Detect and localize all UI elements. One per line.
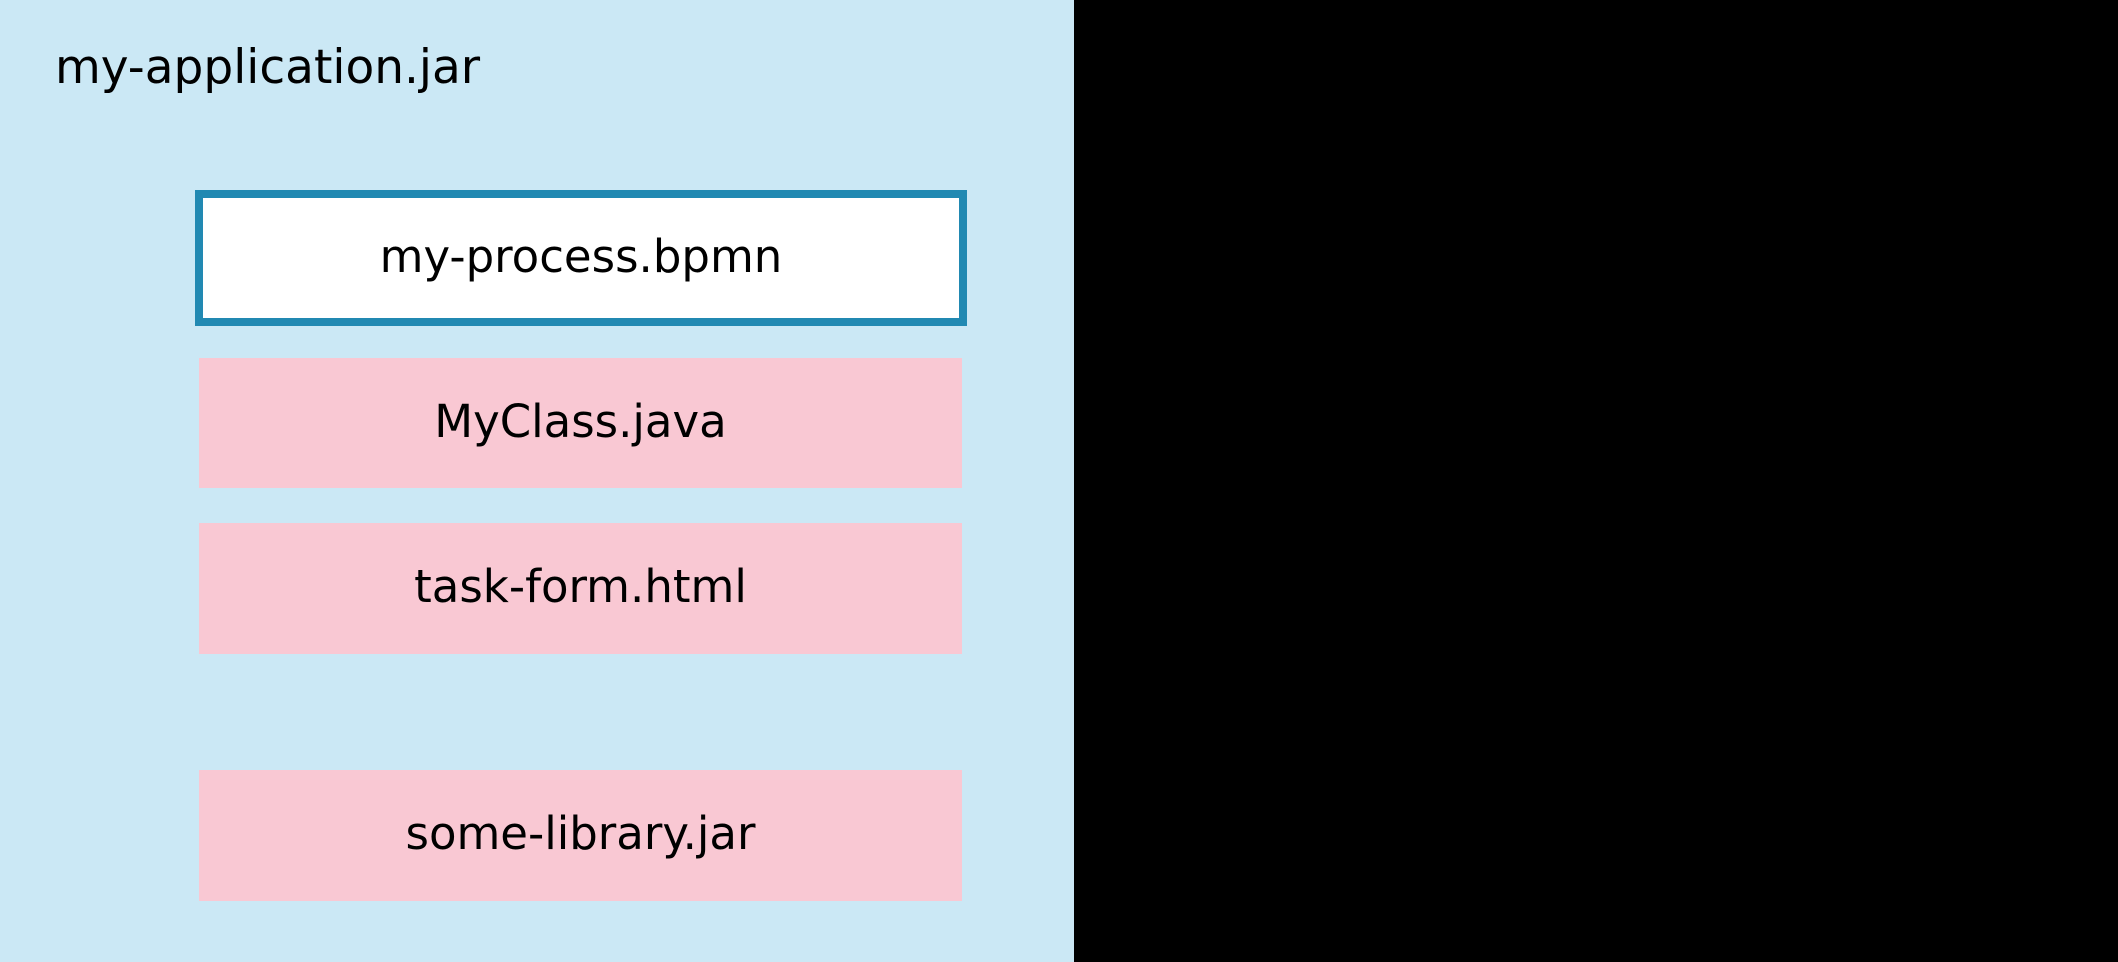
archive-entry-label: task-form.html	[414, 560, 747, 613]
archive-entry-label: my-process.bpmn	[379, 229, 783, 283]
archive-entry-my-process-bpmn[interactable]: my-process.bpmn	[195, 190, 967, 326]
archive-title: my-application.jar	[55, 40, 481, 95]
archive-panel: my-application.jar my-process.bpmn MyCla…	[0, 0, 1074, 962]
archive-entry-some-library-jar[interactable]: some-library.jar	[199, 770, 962, 901]
archive-entry-myclass-java[interactable]: MyClass.java	[199, 358, 962, 488]
archive-entry-task-form-html[interactable]: task-form.html	[199, 523, 962, 654]
archive-entry-label: MyClass.java	[434, 394, 727, 448]
archive-entry-label: some-library.jar	[405, 807, 756, 860]
